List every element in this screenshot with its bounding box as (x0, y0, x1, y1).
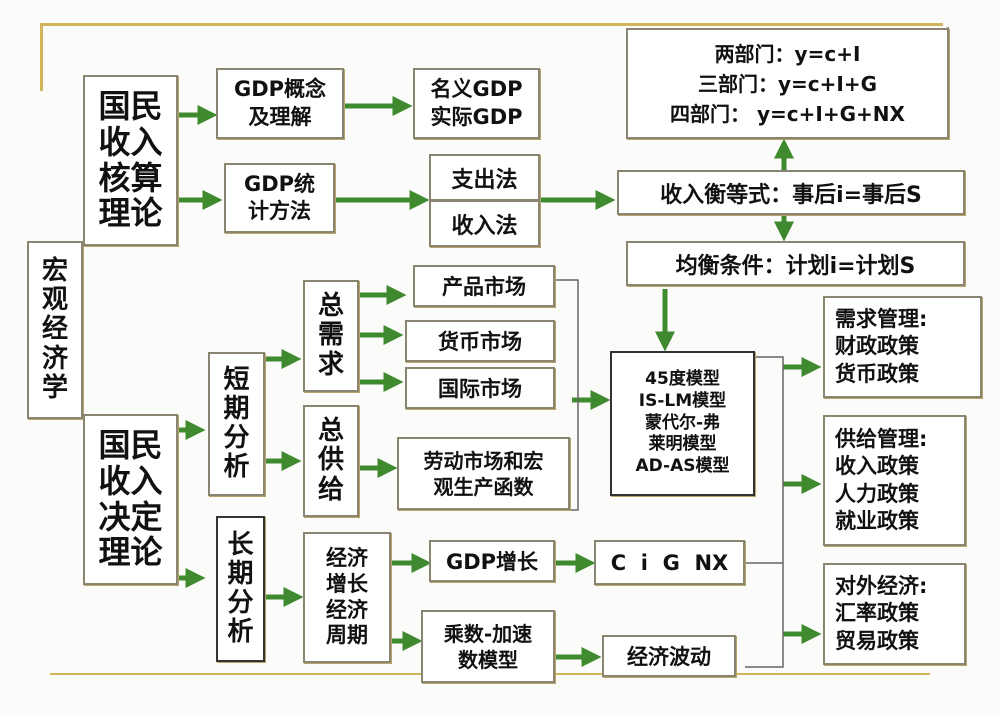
multiplier-accelerator-box: 乘数-加速 数模型 (421, 610, 555, 683)
income-determination-theory-box: 国民 收入 决定 理论 (83, 414, 178, 585)
label-char: 期 (227, 558, 254, 589)
income-identity-box: 收入衡等式：事后i=事后S (617, 170, 965, 215)
title-line: 国民 (98, 425, 163, 464)
label-char: 分 (223, 423, 250, 453)
connector-models-bracket (745, 356, 784, 668)
equilibrium-condition-box: 均衡条件：计划i=计划S (626, 241, 965, 286)
expenditure-method-box: 支出法 (429, 154, 540, 201)
nominal-real-gdp-box: 名义GDP 实际GDP (413, 68, 540, 139)
label-char: 析 (223, 452, 250, 483)
title-line: 国民 (98, 86, 163, 125)
labor-market-box: 劳动市场和宏 观生产函数 (397, 437, 570, 510)
demand-management-box: 需求管理: 财政政策 货币政策 (823, 296, 982, 398)
gdp-growth-box: GDP增长 (429, 540, 555, 582)
title-line: 理论 (98, 194, 163, 233)
growth-cycle-box: 经济 增长 经济 周期 (303, 532, 391, 663)
label-char: 分 (227, 588, 254, 618)
label-char: 供 (317, 445, 344, 476)
label-char: 期 (223, 393, 250, 424)
macro-models-box: 45度模型 IS-LM模型 蒙代尔-弗 莱明模型 AD-AS模型 (610, 351, 755, 496)
root-char: 经 (41, 314, 68, 345)
label-char: 给 (317, 474, 344, 505)
economic-fluctuation-box: 经济波动 (602, 635, 736, 677)
income-accounting-theory-box: 国民 收入 核算 理论 (83, 75, 178, 246)
aggregate-supply-box: 总 供 给 (303, 405, 359, 517)
frame-top-line (40, 23, 943, 26)
frame-left-line (40, 23, 43, 91)
product-market-box: 产品市场 (413, 265, 555, 307)
sector-formulas-box: 两部门：y=c+I 三部门：y=c+I+G 四部门： y=c+I+G+NX (626, 28, 949, 139)
income-method-box: 收入法 (429, 200, 540, 247)
four-sector-formula: 四部门： y=c+I+G+NX (670, 101, 905, 126)
root-char: 宏 (41, 256, 68, 287)
connector-markets-bracket (555, 279, 579, 511)
title-line: 核算 (98, 158, 163, 197)
gdp-statistics-box: GDP统 计方法 (224, 163, 335, 233)
aggregate-demand-box: 总 需 求 (303, 280, 359, 392)
title-line: 收入 (98, 122, 163, 161)
label-char: 需 (317, 320, 344, 351)
money-market-box: 货币市场 (405, 320, 555, 362)
external-economy-box: 对外经济: 汇率政策 贸易政策 (823, 563, 966, 665)
macroeconomics-box: 宏 观 经 济 学 (27, 241, 83, 419)
label-char: 总 (317, 416, 344, 447)
label-char: 短 (223, 364, 250, 395)
root-char: 学 (41, 372, 68, 403)
expenditure-components-box: C i G NX (594, 540, 745, 585)
gdp-concept-box: GDP概念 及理解 (216, 68, 344, 139)
title-line: 收入 (98, 461, 163, 500)
short-run-analysis-box: 短 期 分 析 (208, 352, 265, 496)
label-char: 求 (317, 349, 344, 380)
label-char: 长 (227, 529, 254, 560)
two-sector-formula: 两部门：y=c+I (714, 41, 861, 66)
international-market-box: 国际市场 (405, 367, 555, 409)
title-line: 决定 (98, 497, 163, 536)
root-char: 观 (41, 285, 68, 316)
long-run-analysis-box: 长 期 分 析 (216, 516, 265, 662)
label-char: 析 (227, 617, 254, 648)
title-line: 理论 (98, 533, 163, 572)
three-sector-formula: 三部门：y=c+I+G (697, 71, 878, 96)
supply-management-box: 供给管理: 收入政策 人力政策 就业政策 (823, 415, 966, 546)
label-char: 总 (317, 291, 344, 322)
root-char: 济 (41, 343, 68, 374)
